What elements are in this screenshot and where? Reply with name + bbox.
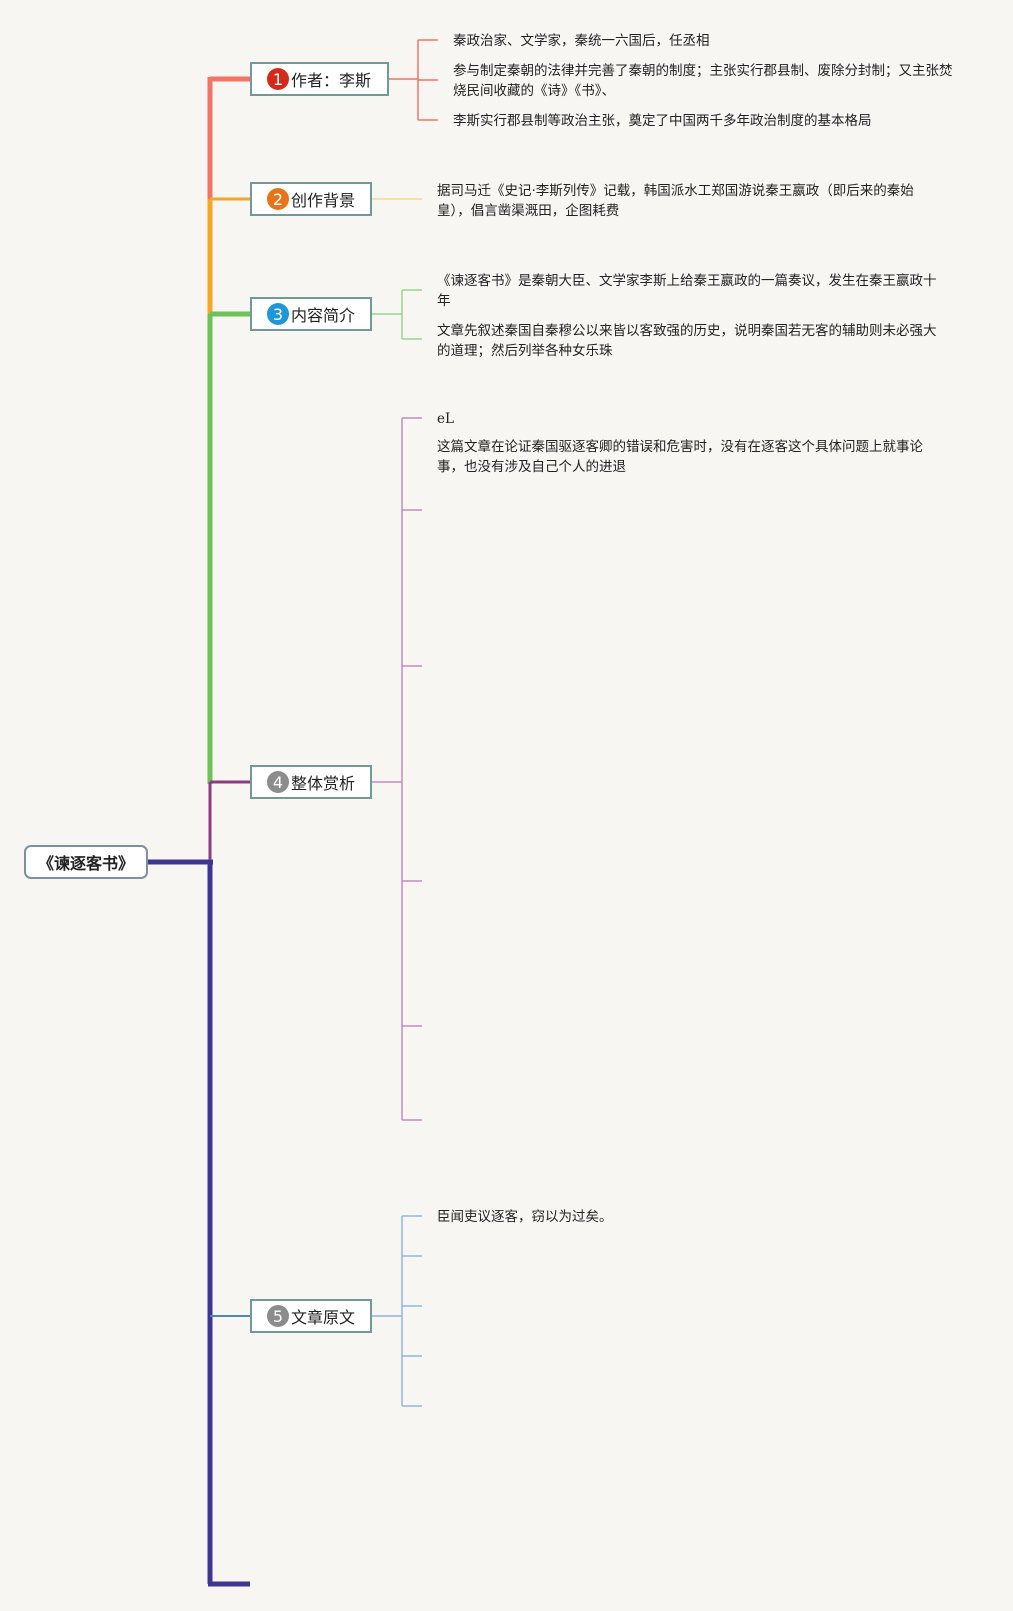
leaf-author-2: 参与制定秦朝的法律并完善了秦朝的制度；主张实行郡县制、废除分封制；又主张焚烧民间…: [453, 63, 953, 99]
leaf-summary-2: 文章先叙述秦国自秦穆公以来皆以客致强的历史，说明秦国若无客的辅助则未必强大的道理…: [437, 323, 937, 359]
leaf-background-1: 据司马迁《史记·李斯列传》记载，韩国派水工郑国游说秦王嬴政（即后来的秦始皇），倡…: [437, 183, 914, 219]
leaf-appreciation-2: 这篇文章在论证秦国驱逐客卿的错误和危害时，没有在逐客这个具体问题上就事论事，也没…: [437, 439, 923, 475]
leaf-author-1: 秦政治家、文学家，秦统一六国后，任丞相: [453, 33, 710, 49]
leaf-author-3: 李斯实行郡县制等政治主张，奠定了中国两千多年政治制度的基本格局: [453, 113, 872, 129]
branch-appreciation[interactable]: 4 整体赏析: [250, 765, 372, 799]
number-3-icon: 3: [267, 303, 289, 325]
number-4-icon: 4: [267, 771, 289, 793]
branch-original-text[interactable]: 5 文章原文: [250, 1299, 372, 1333]
leaf-appreciation-1: eL: [437, 411, 454, 427]
leaf-original-text-1: 臣闻吏议逐客，窃以为过矣。: [437, 1209, 613, 1225]
branch-original-text-label: 文章原文: [291, 1308, 356, 1327]
branch-background-label: 创作背景: [291, 191, 356, 210]
branch-background[interactable]: 2 创作背景: [250, 182, 372, 216]
number-1-icon: 1: [267, 68, 289, 90]
root-label: 《谏逐客书》: [37, 854, 134, 873]
branch-author-label: 作者：李斯: [291, 71, 372, 90]
leaf-summary-1: 《谏逐客书》是秦朝大臣、文学家李斯上给秦王嬴政的一篇奏议，发生在秦王嬴政十年: [437, 273, 937, 309]
branch-summary-label: 内容简介: [291, 306, 356, 325]
number-2-icon: 2: [267, 188, 289, 210]
branch-author[interactable]: 1 作者：李斯: [250, 62, 389, 96]
number-5-icon: 5: [267, 1305, 289, 1327]
branch-summary[interactable]: 3 内容简介: [250, 297, 372, 331]
branch-appreciation-label: 整体赏析: [291, 774, 356, 793]
root-node[interactable]: 《谏逐客书》: [24, 845, 148, 879]
